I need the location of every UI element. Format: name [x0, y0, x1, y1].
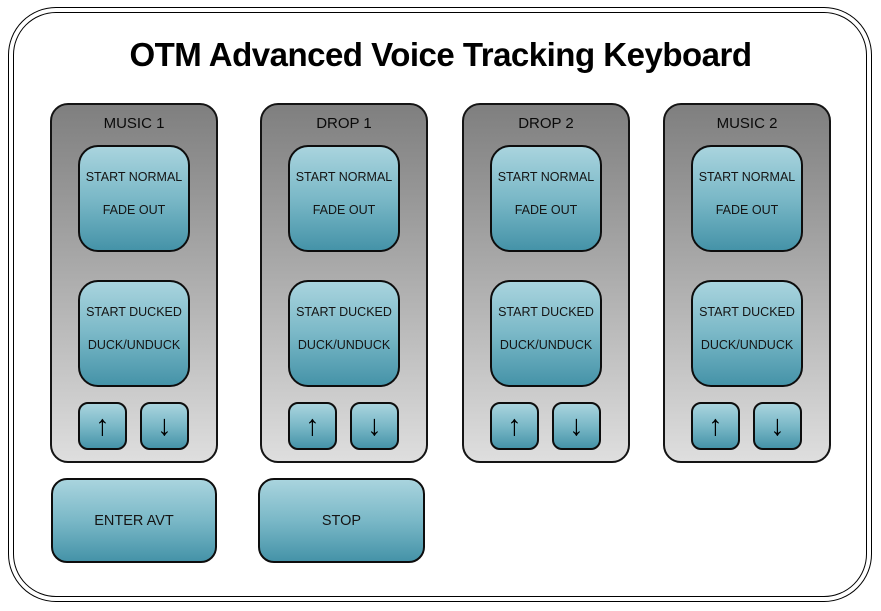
drop-2-down-button[interactable]: ↓ — [552, 402, 601, 450]
panel-drop-2: DROP 2 START NORMAL FADE OUT START DUCKE… — [462, 103, 630, 463]
stop-button[interactable]: STOP — [258, 478, 425, 563]
button-label-line2: DUCK/UNDUCK — [297, 338, 391, 352]
up-arrow-icon: ↑ — [708, 409, 723, 442]
up-arrow-icon: ↑ — [507, 409, 522, 442]
button-label-line1: START DUCKED — [498, 305, 594, 319]
down-arrow-icon: ↓ — [569, 409, 584, 442]
panel-drop-1: DROP 1 START NORMAL FADE OUT START DUCKE… — [260, 103, 428, 463]
window-frame — [8, 7, 872, 602]
up-arrow-icon: ↑ — [95, 409, 110, 442]
panel-drop-1-label: DROP 1 — [316, 115, 372, 132]
button-label-line2: FADE OUT — [102, 203, 166, 217]
panel-music-1: MUSIC 1 START NORMAL FADE OUT START DUCK… — [50, 103, 218, 463]
drop-1-start-normal-fade-out-button[interactable]: START NORMAL FADE OUT — [288, 145, 400, 252]
music-2-start-ducked-duck-unduck-button[interactable]: START DUCKED DUCK/UNDUCK — [691, 280, 803, 387]
button-label-line1: START DUCKED — [699, 305, 795, 319]
panel-drop-2-label: DROP 2 — [518, 115, 574, 132]
button-label-line2: FADE OUT — [715, 203, 779, 217]
music-1-down-button[interactable]: ↓ — [140, 402, 189, 450]
down-arrow-icon: ↓ — [157, 409, 172, 442]
enter-avt-button-label: ENTER AVT — [94, 512, 174, 529]
drop-1-up-button[interactable]: ↑ — [288, 402, 337, 450]
up-arrow-icon: ↑ — [305, 409, 320, 442]
button-label-line1: START DUCKED — [86, 305, 182, 319]
drop-2-start-ducked-duck-unduck-button[interactable]: START DUCKED DUCK/UNDUCK — [490, 280, 602, 387]
page-title: OTM Advanced Voice Tracking Keyboard — [129, 36, 752, 73]
music-1-start-normal-fade-out-button[interactable]: START NORMAL FADE OUT — [78, 145, 190, 252]
drop-1-start-ducked-duck-unduck-button[interactable]: START DUCKED DUCK/UNDUCK — [288, 280, 400, 387]
panel-music-2-label: MUSIC 2 — [716, 115, 778, 132]
music-2-start-normal-fade-out-button[interactable]: START NORMAL FADE OUT — [691, 145, 803, 252]
drop-1-down-button[interactable]: ↓ — [350, 402, 399, 450]
music-1-start-ducked-duck-unduck-button[interactable]: START DUCKED DUCK/UNDUCK — [78, 280, 190, 387]
stop-button-label: STOP — [321, 512, 362, 529]
button-label-line1: START NORMAL — [295, 170, 393, 184]
button-label-line2: FADE OUT — [514, 203, 578, 217]
down-arrow-icon: ↓ — [770, 409, 785, 442]
button-label-line1: START NORMAL — [497, 170, 595, 184]
music-2-down-button[interactable]: ↓ — [753, 402, 802, 450]
music-2-up-button[interactable]: ↑ — [691, 402, 740, 450]
music-1-up-button[interactable]: ↑ — [78, 402, 127, 450]
drop-2-up-button[interactable]: ↑ — [490, 402, 539, 450]
panel-music-2: MUSIC 2 START NORMAL FADE OUT START DUCK… — [663, 103, 831, 463]
button-label-line2: FADE OUT — [312, 203, 376, 217]
drop-2-start-normal-fade-out-button[interactable]: START NORMAL FADE OUT — [490, 145, 602, 252]
button-label-line2: DUCK/UNDUCK — [700, 338, 794, 352]
button-label-line2: DUCK/UNDUCK — [87, 338, 181, 352]
down-arrow-icon: ↓ — [367, 409, 382, 442]
button-label-line1: START NORMAL — [85, 170, 183, 184]
panel-music-1-label: MUSIC 1 — [103, 115, 165, 132]
button-label-line1: START NORMAL — [698, 170, 796, 184]
button-label-line1: START DUCKED — [296, 305, 392, 319]
window-frame-inner-border — [13, 12, 867, 597]
button-label-line2: DUCK/UNDUCK — [499, 338, 593, 352]
enter-avt-button[interactable]: ENTER AVT — [51, 478, 217, 563]
